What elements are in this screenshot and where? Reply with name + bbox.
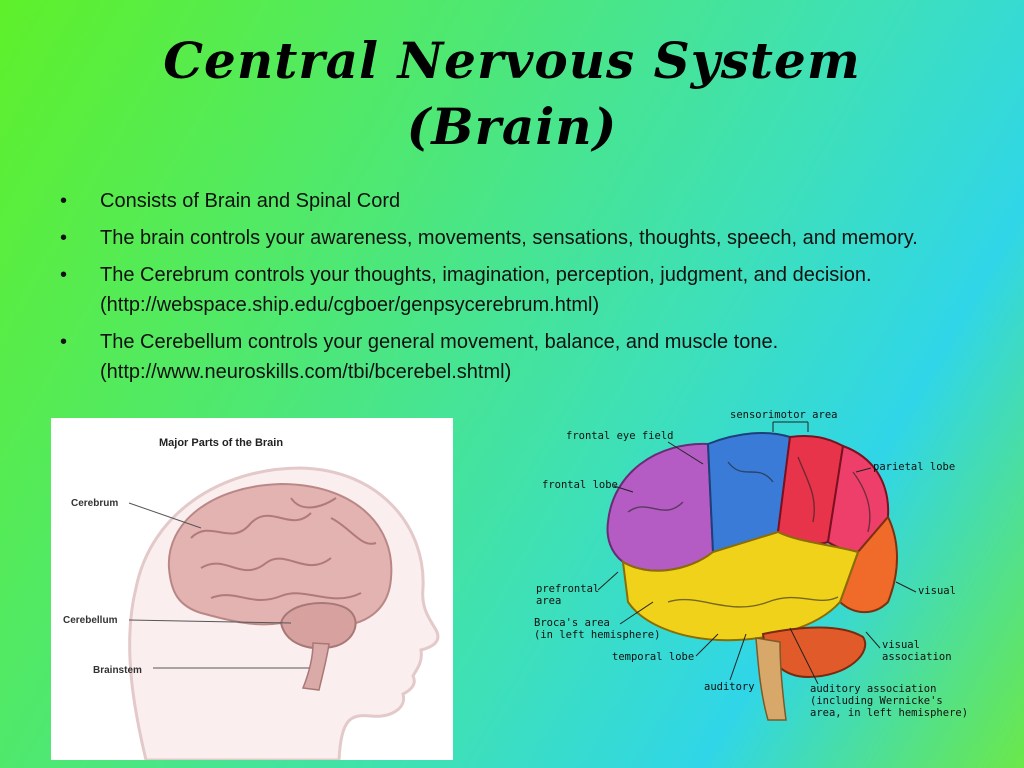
bullet-item: • The Cerebellum controls your general mo…: [60, 327, 980, 387]
aud-assoc-leader: [789, 627, 819, 685]
prefrontal-label-2: area: [536, 595, 561, 607]
frontal-lobe-leader: [613, 485, 634, 493]
bullet-list: • Consists of Brain and Spinal Cord • The …: [60, 186, 980, 394]
frontal-lobe-shape: [606, 442, 715, 572]
cerebellum-leader: [128, 619, 292, 624]
brocas-label-2: (in left hemisphere): [534, 629, 660, 641]
prefrontal-label-1: prefrontal: [536, 583, 599, 595]
sensorimotor-leader: [772, 421, 809, 432]
auditory-leader: [729, 633, 747, 681]
brain-parts-figure: Major Parts of the Brain Cerebrum Cerebe…: [51, 418, 453, 762]
bullet-dot: •: [60, 190, 68, 212]
bullet-item: • Consists of Brain and Spinal Cord: [60, 186, 980, 216]
cerebrum-leader: [128, 502, 202, 529]
frontal-lobe-label: frontal lobe: [542, 479, 618, 491]
frontal-eye-label: frontal eye field: [566, 430, 673, 442]
aud-assoc-label-1: auditory association: [810, 683, 936, 695]
bullet-dot: •: [60, 264, 68, 286]
parietal-leader: [855, 467, 872, 473]
prefrontal-leader: [597, 571, 619, 591]
bullet-item: • The Cerebrum controls your thoughts, im…: [60, 260, 980, 320]
lobe-folds: [627, 456, 871, 608]
bullet-text: The Cerebrum controls your thoughts, ima…: [100, 264, 872, 316]
visual-shape: [838, 515, 898, 614]
temporal-leader: [695, 633, 719, 657]
brain-parts-illustration: Major Parts of the Brain Cerebrum Cerebe…: [63, 437, 440, 762]
brocas-leader: [619, 601, 654, 625]
aud-assoc-label-2: (including Wernicke's: [810, 695, 943, 707]
cerebrum-shape: [167, 482, 393, 628]
visual-leader: [895, 581, 917, 593]
bullet-dot: •: [60, 227, 68, 249]
frontal-eye-leader: [667, 441, 704, 465]
temporal-lobe-shape: [621, 530, 860, 642]
visual-label: visual: [918, 585, 956, 597]
visual-assoc-label-1: visual: [882, 639, 920, 651]
temporal-label: temporal lobe: [612, 651, 694, 663]
slide-title: Central Nervous System (Brain): [0, 28, 1024, 160]
title-line-1: Central Nervous System: [163, 31, 861, 90]
bullet-item: • The brain controls your awareness, move…: [60, 223, 980, 253]
cerebrum-folds: [190, 497, 377, 601]
cerebellum-label: Cerebellum: [63, 615, 118, 626]
visual-assoc-label-2: association: [882, 651, 952, 663]
bullet-text: Consists of Brain and Spinal Cord: [100, 190, 401, 212]
title-line-2: (Brain): [406, 97, 618, 156]
auditory-label: auditory: [704, 681, 755, 693]
figure-title: Major Parts of the Brain: [159, 437, 283, 449]
cerebrum-label: Cerebrum: [71, 498, 118, 509]
sensorimotor-label: sensorimotor area: [730, 409, 837, 421]
cerebellum-shape: [279, 602, 357, 650]
parietal-label: parietal lobe: [873, 461, 955, 473]
brocas-label-1: Broca's area: [534, 617, 610, 629]
bullet-text: The Cerebellum controls your general mov…: [100, 331, 779, 383]
brain-lobes-diagram: sensorimotor area frontal eye field pari…: [528, 402, 968, 732]
visual-assoc-leader: [865, 631, 881, 649]
brainstem-label: Brainstem: [93, 665, 142, 676]
aud-assoc-label-3: area, in left hemisphere): [810, 707, 968, 719]
bullet-text: The brain controls your awareness, movem…: [100, 227, 918, 249]
brainstem-shape: [755, 637, 787, 721]
brainstem-shape: [301, 642, 330, 691]
bullet-dot: •: [60, 331, 68, 353]
brain-lobes-illustration: sensorimotor area frontal eye field pari…: [534, 409, 968, 721]
